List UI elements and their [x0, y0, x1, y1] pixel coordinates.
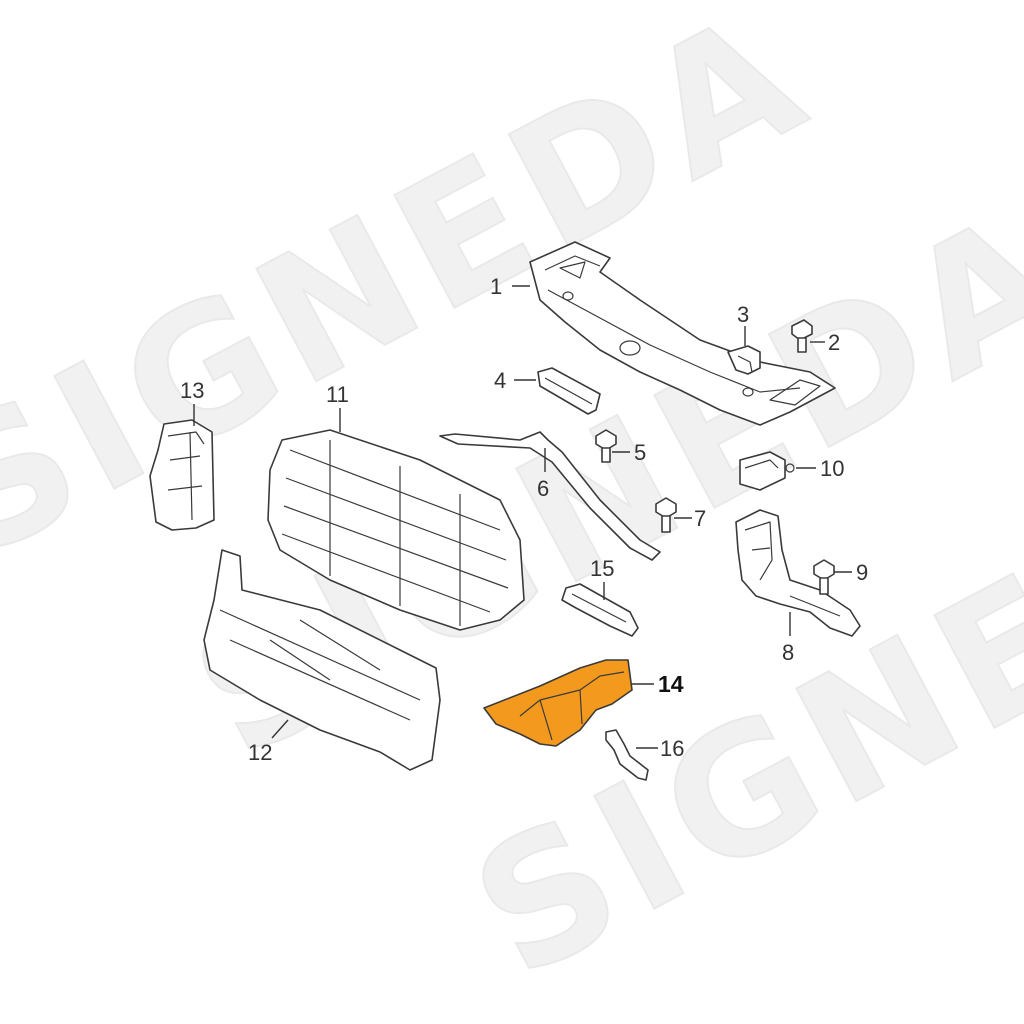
callout-12: 12 [248, 740, 272, 765]
callout-4: 4 [494, 368, 506, 393]
callout-2: 2 [828, 330, 840, 355]
part-9-bolt[interactable] [813, 559, 835, 595]
leader-lines [193, 285, 852, 749]
part-5-bolt[interactable] [595, 429, 617, 463]
callout-15: 15 [590, 556, 614, 581]
part-14-air-duct-highlighted[interactable] [483, 659, 633, 747]
callout-5: 5 [634, 440, 646, 465]
part-2-bolt[interactable] [791, 319, 813, 353]
callout-1: 1 [490, 274, 502, 299]
callout-14: 14 [658, 671, 684, 697]
callout-7: 7 [694, 506, 706, 531]
callout-10: 10 [820, 456, 844, 481]
part-1-upper-support[interactable] [529, 241, 836, 426]
part-15-bracket[interactable] [561, 583, 639, 637]
part-10-bracket[interactable] [739, 451, 795, 491]
part-4-bracket[interactable] [537, 367, 601, 415]
callout-13: 13 [180, 378, 204, 403]
callout-16: 16 [660, 736, 684, 761]
callout-9: 9 [856, 560, 868, 585]
part-12-lower-air-guide[interactable] [203, 549, 441, 771]
callout-labels: 1 2 3 4 5 6 7 8 9 10 11 12 13 14 15 16 [180, 274, 868, 765]
callout-6: 6 [537, 476, 549, 501]
part-11-air-shutter[interactable] [267, 429, 525, 631]
part-16-clip[interactable] [605, 729, 649, 781]
callout-8: 8 [782, 640, 794, 665]
callout-3: 3 [737, 302, 749, 327]
part-3-bracket[interactable] [727, 345, 761, 375]
callout-11: 11 [326, 382, 349, 407]
part-6-brace[interactable] [439, 431, 661, 561]
part-13-side-duct[interactable] [149, 419, 215, 531]
part-8-side-bracket[interactable] [735, 509, 861, 637]
part-7-bolt[interactable] [655, 497, 677, 533]
